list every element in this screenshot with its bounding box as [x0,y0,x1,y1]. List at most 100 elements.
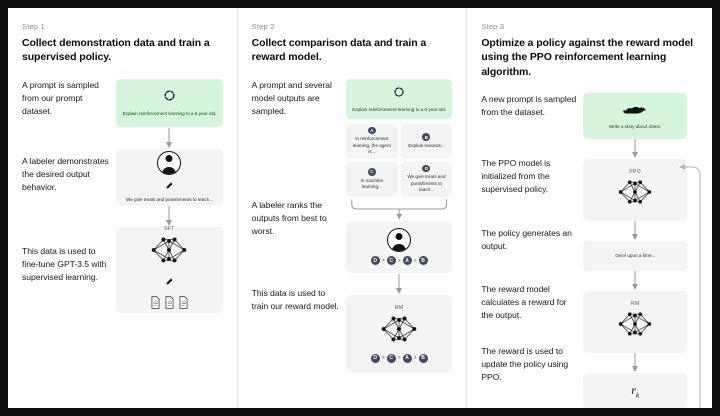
step-2-rm-tag: RM [394,304,404,311]
step-3-title: Optimize a policy against the reward mod… [481,37,693,78]
step-3-arrow-2 [583,221,687,241]
rank-separator: > [381,257,385,264]
pencil-icon [165,177,174,195]
output-badge-a: A [367,126,376,134]
step-3-ppo-card: PPO [583,159,688,222]
step-1-labeler-card: We give treats and punishments to teach.… [116,148,223,205]
step-1-column: Step 1 Collect demonstration data and tr… [8,8,237,408]
step-1-title: Collect demonstration data and train a s… [22,37,210,64]
step-1-paragraph-2: A labeler demonstrates the desired outpu… [22,155,109,192]
person-icon [157,150,182,175]
step-1-arrow-1 [116,127,222,149]
step-1-documents [150,296,189,314]
step-1-arrow-2 [116,205,222,227]
step-3-arrow-1 [583,139,687,159]
step-3-prompt-card: Write a story about otters. [583,93,688,140]
step-2-merge-arrow [346,197,452,221]
step-2-texts: A prompt and several model outputs are s… [252,79,346,373]
rank-separator: > [381,355,385,362]
rank-separator: > [397,355,401,362]
step-2-ranking-row: D > C > A > B [370,256,428,266]
step-2-paragraph-3: This data is used to train our reward mo… [251,287,339,311]
reward-symbol: rk [631,383,640,400]
step-3-paragraph-5: The reward is used to update the policy … [481,346,569,383]
rank-separator: > [397,257,401,264]
step-1-paragraph-1: A prompt is sampled from our prompt data… [22,79,99,116]
output-badge-c: C [367,167,376,176]
steps-container: Step 1 Collect demonstration data and tr… [8,8,712,408]
step-2-rm-ranking-row: D > C > A > B [370,353,428,363]
ppo-feedback-loop-arrow [678,155,704,408]
step-3-prompt-text: Write a story about otters. [608,123,662,129]
output-text-a: In reinforcement learning, the agent is.… [352,136,391,155]
step-2-title: Collect comparison data and train a rewa… [251,37,427,64]
step-2-label: Step 2 [251,22,275,31]
output-text-c: In machine learning... [360,177,384,190]
step-1-model-tag: SFT [164,225,175,232]
step-1-prompt-card: Explain reinforcement learning to a 6 ye… [116,78,223,127]
step-3-ppo-tag: PPO [629,168,641,175]
output-card-d: D We give treats and punishments to teac… [400,161,453,197]
rm-rank-pill-4: B [418,353,428,363]
step-2-prompt-card: Explain reinforcement learning to a 6 ye… [345,78,453,119]
neural-network-icon [148,234,190,271]
step-2-paragraph-2: A labeler ranks the outputs from best to… [251,199,327,236]
neural-network-icon [615,309,655,344]
output-card-a: A In reinforcement learning, the agent i… [345,123,398,159]
step-2-reward-model-card: RM D > C > A > B [345,294,453,373]
rank-pill-3: A [402,256,412,266]
neural-network-icon [378,313,420,350]
rank-separator: > [413,257,417,264]
step-1-graphics: Explain reinforcement learning to a 6 ye… [116,78,223,314]
refresh-icon [393,85,405,103]
document-icon [164,296,175,314]
diagram-frame: Step 1 Collect demonstration data and tr… [8,8,712,408]
step-2-body: A prompt and several model outputs are s… [252,78,453,373]
step-3-reward-card: rk [583,373,688,408]
pencil-icon-2 [165,273,174,291]
step-3-graphics: Write a story about otters. PPO [583,93,688,408]
document-icon [178,296,189,314]
step-2-outputs-grid: A In reinforcement learning, the agent i… [345,123,453,197]
step-3-arrow-3 [583,271,687,291]
rank-pill-4: B [418,256,428,266]
step-1-label: Step 1 [22,22,45,31]
output-text-b: Explain rewards... [408,143,445,149]
step-1-paragraph-3: This data is used to fine-tune GPT-3.5 w… [22,245,107,282]
step-2-ranking-card: D > C > A > B [345,220,453,273]
step-2-graphics: Explain reinforcement learning to a 6 ye… [345,78,453,373]
step-3-paragraph-4: The reward model calculates a reward for… [481,284,567,321]
neural-network-icon [615,177,655,212]
step-1-prompt-text: Explain reinforcement learning to a 6 ye… [122,110,217,116]
step-1-labeler-text: We give treats and punishments to teach.… [125,196,213,202]
rm-rank-pill-2: C [386,353,396,363]
output-badge-b: B [422,133,431,142]
step-1-model-card: SFT [116,225,223,314]
step-3-paragraph-3: The policy generates an output. [481,228,572,252]
person-icon [387,228,412,253]
step-3-body: A new prompt is sampled from the dataset… [481,93,701,408]
refresh-icon [163,89,176,107]
document-icon [150,296,161,314]
step-3-output-text: Once upon a time... [615,253,656,259]
rank-pill-2: C [386,256,396,266]
rm-rank-pill-1: D [370,353,380,363]
step-2-column: Step 2 Collect comparison data and train… [236,8,467,408]
step-2-prompt-text: Explain reinforcement learning to a 6 ye… [352,106,446,112]
output-card-c: C In machine learning... [345,161,398,197]
step-3-arrow-4 [583,353,687,373]
otter-icon [623,103,647,121]
output-text-d: We give treats and punishments to teach.… [407,174,446,193]
step-3-rm-card: RM [583,291,688,354]
rank-pill-1: D [370,256,380,266]
step-3-texts: A new prompt is sampled from the dataset… [481,93,583,408]
step-3-label: Step 3 [481,22,505,31]
rank-separator: > [413,355,417,362]
step-3-output-card: Once upon a time... [583,241,688,272]
step-1-texts: A prompt is sampled from our prompt data… [22,79,116,313]
step-3-column: Step 3 Optimize a policy against the rew… [466,8,712,408]
rm-rank-pill-3: A [402,353,412,363]
step-2-arrow-2 [346,273,452,295]
step-3-paragraph-2: The PPO model is initialized from the su… [481,158,551,195]
step-1-body: A prompt is sampled from our prompt data… [22,78,223,314]
